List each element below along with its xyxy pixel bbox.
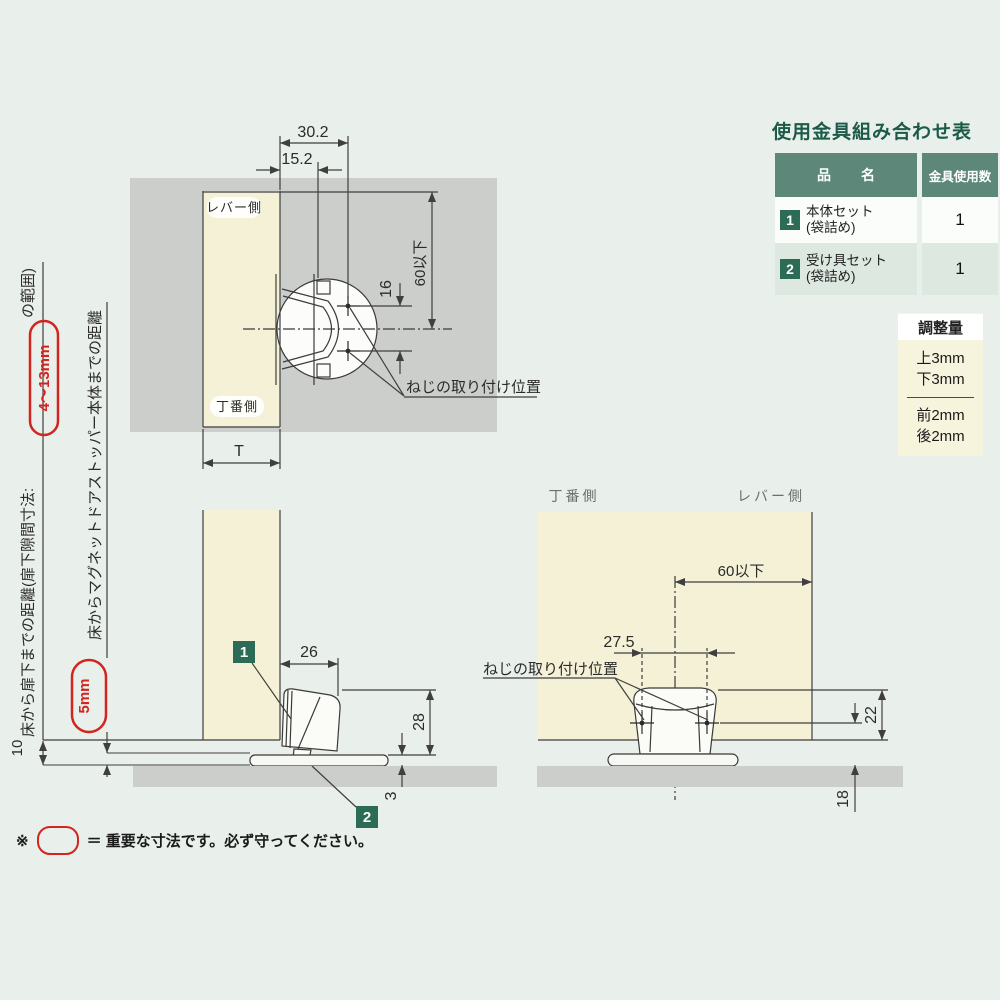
bracket-tab-bottom (316, 363, 331, 378)
row2-badge: 2 (780, 259, 800, 279)
screw-position-label-plan: ねじの取り付け位置 (406, 379, 541, 396)
floor-left (133, 766, 497, 787)
hinge-side-label-front: 丁番側 (549, 488, 600, 504)
screw-marks-front (630, 712, 719, 734)
row1-name-main: 本体セット (806, 204, 874, 219)
badge-1 (233, 641, 255, 663)
adjustment-title: 調整量 (898, 314, 983, 340)
dim-26: 26 (300, 644, 318, 661)
dim-22: 22 (863, 706, 880, 724)
left-annotations: 床から扉下までの距離(扉下隙間寸法: 4〜13mm の範囲) 床からマグネットド… (19, 268, 104, 737)
badge1-leader (251, 662, 292, 720)
row2-name-sub: (袋詰め) (806, 269, 856, 284)
floor-right (537, 766, 903, 787)
row2-name-main: 受け具セット (806, 253, 887, 268)
row1-name-sub: (袋詰め) (806, 220, 856, 235)
door-plan (203, 191, 280, 427)
dim-60-max-plan: 60以下 (412, 240, 429, 287)
column-header-name: 品 名 (775, 153, 917, 197)
dim-27-5: 27.5 (603, 634, 634, 651)
dim-10: 10 (9, 740, 26, 757)
lever-side-label-front: レバー側 (737, 488, 805, 504)
dim-60-max-front: 60以下 (718, 563, 765, 580)
catch-plate-front (607, 753, 739, 767)
screw-marks-plan (337, 296, 360, 361)
badge-2-number: 2 (363, 809, 371, 826)
footnote-mark: ※ (16, 832, 29, 850)
dim-28: 28 (411, 713, 428, 731)
row2-qty: 1 (922, 243, 998, 295)
plan-dimension-lines (202, 136, 537, 469)
catch-plate-side (249, 754, 389, 767)
side-dimension-lines (39, 262, 436, 787)
dim-door-thickness: T (234, 443, 244, 460)
side-view: 26 28 3 10 5mm 1 2 (9, 262, 497, 828)
lever-side-label: レバー側 (206, 200, 262, 215)
red-oval-5mm (70, 658, 108, 734)
door-side (203, 510, 280, 740)
badge-1-number: 1 (240, 644, 248, 661)
row1-qty: 1 (922, 197, 998, 243)
column-header-qty: 金具使用数 (922, 153, 998, 197)
front-view: 丁番側 レバー側 (483, 488, 903, 812)
red-5mm-label: 5mm (76, 678, 93, 713)
note-floor-to-door: 床から扉下までの距離(扉下隙間寸法: (19, 488, 37, 737)
dim-3: 3 (383, 791, 400, 800)
dim-16: 16 (378, 280, 395, 298)
note-floor-to-body: 床からマグネットドアストッパー本体までの距離 (86, 310, 104, 640)
dim-18: 18 (835, 790, 852, 808)
dim-30-2: 30.2 (297, 124, 328, 141)
adjustment-divider (907, 397, 974, 398)
adjustment-up: 上3mm (916, 350, 965, 367)
adjustment-list: 上3mm 下3mm 前2mm 後2mm (898, 340, 983, 447)
hardware-table: 品 名 金具使用数 1 本体セット (袋詰め) 1 2 受け具セット (袋詰め)… (775, 153, 998, 295)
stopper-body-side (281, 688, 341, 752)
bracket-tab-top (316, 280, 331, 295)
adjustment-back: 後2mm (916, 428, 965, 445)
footnote-text: ＝ 重要な寸法です。必ず守ってください。 (86, 833, 374, 850)
hinge-side-pill (210, 396, 264, 417)
adjustment-down: 下3mm (916, 371, 965, 388)
plan-view: レバー側 丁番側 30.2 15.2 60以下 16 ねじの取り付け位置 (130, 124, 541, 469)
table-row-body-set: 1 本体セット (袋詰め) (775, 197, 917, 243)
adjustment-front: 前2mm (916, 407, 965, 424)
note-range-suffix: の範囲) (19, 268, 37, 318)
lever-side-pill (207, 197, 261, 218)
front-dimension-lines (483, 578, 888, 812)
screw-position-label-front: ねじの取り付け位置 (483, 661, 618, 678)
red-4-13mm-label: 4〜13mm (36, 345, 53, 412)
badge-2 (356, 806, 378, 828)
stopper-body-front (633, 687, 717, 755)
footnote: ※ ＝ 重要な寸法です。必ず守ってください。 (16, 826, 373, 855)
row2-name: 受け具セット (袋詰め) (806, 253, 887, 285)
hardware-table-title: 使用金具組み合わせ表 (772, 122, 973, 143)
adjustment-box: 調整量 上3mm 下3mm 前2mm 後2mm (898, 313, 983, 456)
badge2-leader (311, 765, 357, 808)
red-oval-4-13mm (28, 319, 60, 437)
hinge-side-label: 丁番側 (216, 399, 258, 414)
dim-15-2: 15.2 (281, 151, 312, 168)
red-oval-icon (36, 826, 79, 855)
row1-badge: 1 (780, 210, 800, 230)
table-row-catch-set: 2 受け具セット (袋詰め) (775, 243, 917, 295)
row1-name: 本体セット (袋詰め) (806, 204, 874, 236)
